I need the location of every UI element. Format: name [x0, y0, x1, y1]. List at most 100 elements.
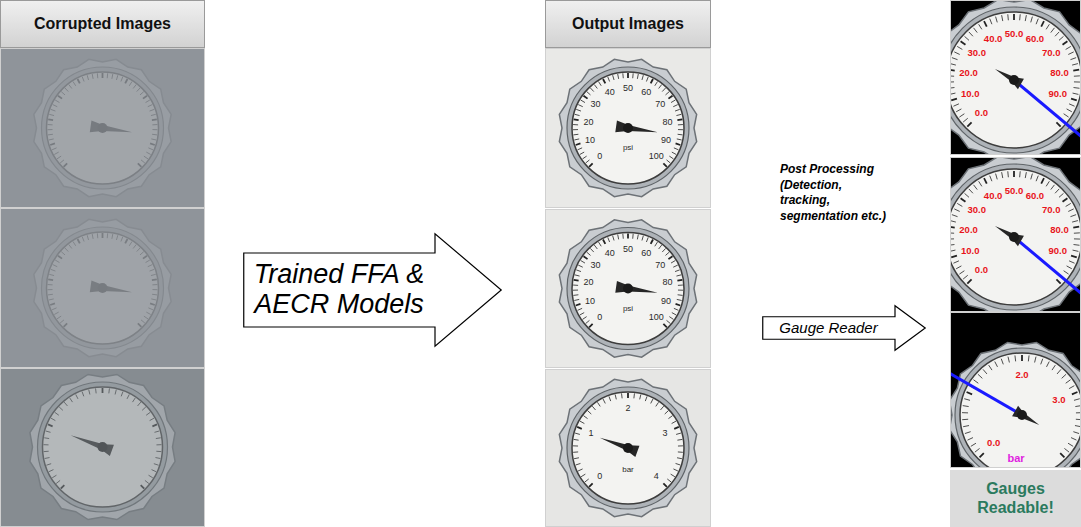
gauge-tick [1073, 250, 1079, 251]
gauge-tick [957, 203, 962, 206]
gauge-tick [578, 265, 583, 267]
gauge-tick [979, 181, 982, 186]
gauge-pointer [615, 120, 657, 132]
gauge-tick [578, 469, 583, 471]
corrupted-photo [0, 208, 205, 368]
gauge-ring [955, 348, 1081, 468]
reading-annotation: 40.0 [984, 191, 1003, 201]
gauge-tick [592, 406, 595, 410]
gauge-face [572, 233, 684, 345]
gauge-tick [580, 421, 584, 423]
gauge-tick [632, 234, 633, 239]
gauge-tick [678, 451, 683, 452]
gauge-ring [567, 387, 689, 509]
gauge-tick [609, 396, 611, 401]
gauge-tick [968, 438, 973, 441]
gauge-tick [964, 193, 969, 197]
gauge-tick [1031, 17, 1033, 23]
gauge-tick [967, 279, 971, 283]
reading-annotation: 0.0 [987, 439, 1000, 449]
gauge-tick [1007, 14, 1009, 20]
photo-background [0, 48, 205, 208]
gauge-tick [957, 46, 962, 49]
result-label: Gauges Readable! [956, 480, 1075, 517]
gauge-tick [956, 266, 961, 269]
gauge-tick [671, 261, 675, 264]
gauge-tick [964, 399, 970, 401]
gauge-tick [1067, 266, 1072, 269]
photo-frame [546, 370, 711, 527]
gauge-tick [1074, 87, 1080, 89]
dial-number: 4 [654, 472, 659, 481]
gauge-tick [677, 118, 682, 121]
gauge-tick [974, 28, 978, 33]
gauge-tick [996, 17, 998, 23]
gauge-tick [678, 124, 683, 125]
gauge-face [960, 353, 1081, 468]
gauge-tick [964, 36, 969, 40]
gauge-tick [1002, 172, 1003, 178]
arrow-label: Trained FFA & AECR Models [243, 260, 435, 319]
gauge-tick [1066, 46, 1071, 49]
gauge-tick [1035, 357, 1036, 363]
gauge-bezel [950, 0, 1081, 155]
gauge-tick [1069, 104, 1075, 106]
gauge-tick [1025, 15, 1026, 21]
gauge-tick [962, 412, 968, 413]
gauge-tick [1046, 24, 1049, 29]
fog-overlay [0, 48, 205, 208]
gauge-tick [1056, 279, 1060, 283]
photo-background [545, 369, 711, 527]
gauge-tick [678, 134, 683, 136]
gauge-tick [967, 392, 973, 394]
gauge-tick [576, 304, 581, 306]
gauge-ring [567, 228, 689, 350]
gauge-ticks [950, 14, 1080, 127]
unit-annotation: bar [1007, 453, 1024, 464]
detected-needle [950, 368, 1022, 416]
gauge-tick [1059, 193, 1064, 197]
corrupted-photo [0, 368, 205, 527]
gauge-tick [646, 77, 648, 82]
gauge-tick [1064, 448, 1069, 452]
gauge-tick [1074, 75, 1080, 76]
gauge-tick [952, 215, 958, 217]
gauge-tick [577, 427, 582, 429]
reading-annotation: 40.0 [984, 34, 1003, 44]
reading-annotation: 80.0 [1050, 68, 1069, 78]
gauge-tick [1075, 426, 1081, 427]
gauge-tick [965, 432, 971, 434]
reading-annotation: 10.0 [961, 246, 980, 256]
photo-frame [1, 209, 205, 368]
gauge-tick [677, 439, 682, 441]
reading-annotation: 10.0 [961, 89, 980, 99]
gauge-tick [668, 96, 672, 99]
gauge-tick [573, 124, 578, 125]
annotated-photo [950, 312, 1081, 468]
gauge-tick [666, 92, 670, 95]
reading-annotation: 70.0 [1042, 48, 1061, 58]
gauge-tick [1036, 176, 1038, 182]
gauge-tick [990, 19, 992, 25]
gauge-tick [677, 299, 682, 300]
gauge-tick [1074, 399, 1080, 401]
gauge-hub [1017, 410, 1027, 420]
photo-background [545, 48, 711, 208]
gauge-tick [979, 24, 982, 29]
gauge-tick [1074, 81, 1080, 82]
header-label: Output Images [572, 15, 684, 33]
gauge-tick [677, 279, 682, 282]
dial-number: 30 [591, 100, 601, 109]
gauge-tick [637, 74, 639, 79]
gauge-tick [587, 92, 591, 95]
gauge-tick [608, 77, 610, 82]
gauge-tick [584, 416, 588, 419]
restored-photo [545, 48, 711, 208]
corrupted-photo [0, 48, 205, 208]
gauge-tick [676, 433, 681, 434]
gauge-tick [573, 290, 578, 291]
gauge-tick [675, 270, 680, 272]
gauge-tick [583, 156, 587, 159]
